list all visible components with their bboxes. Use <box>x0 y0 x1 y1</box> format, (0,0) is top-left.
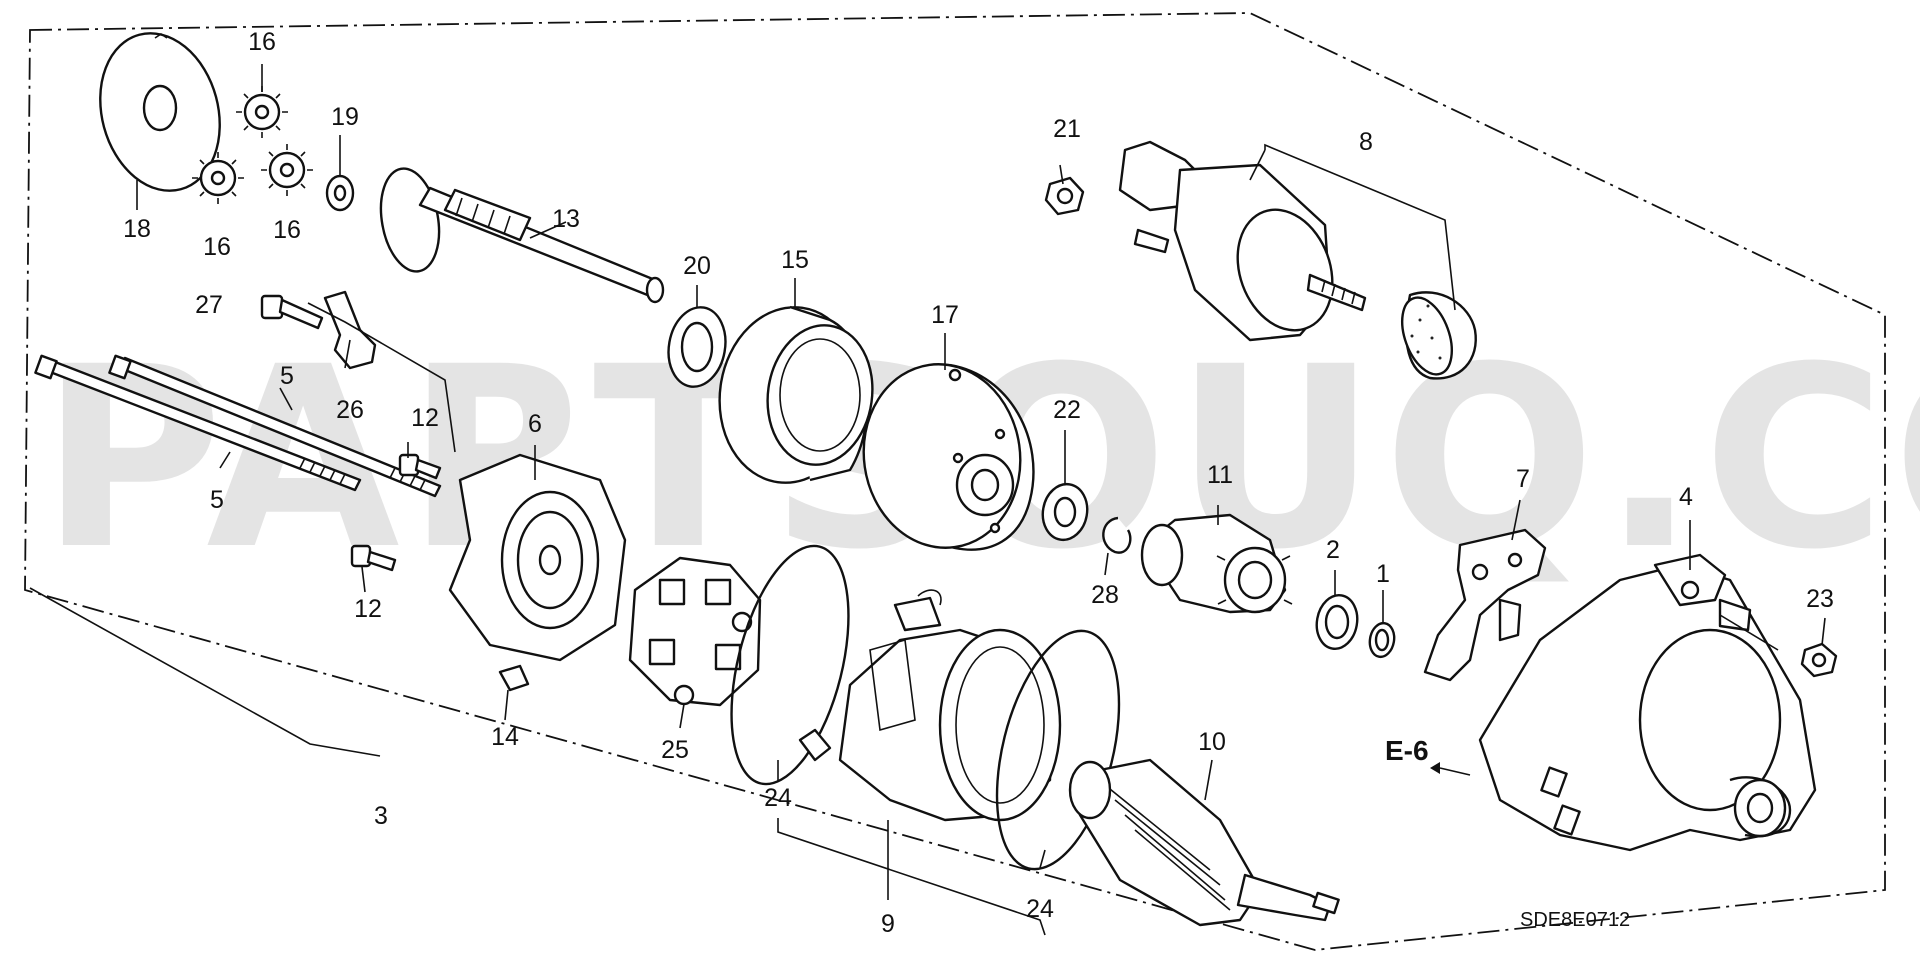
part-16-gear-b <box>192 152 244 204</box>
part-12-bolt-b <box>350 544 397 572</box>
label-5-upper: 5 <box>280 362 294 390</box>
reference-e6[interactable]: E-6 <box>1385 735 1429 766</box>
part-12-bolt-a <box>398 453 442 480</box>
label-11: 11 <box>1207 461 1233 489</box>
label-13: 13 <box>552 205 580 233</box>
label-26: 26 <box>336 396 364 424</box>
label-19: 19 <box>331 103 359 131</box>
part-14-clip <box>498 664 530 692</box>
part-labels: 18 16 16 16 19 13 27 26 5 5 12 12 6 14 3… <box>123 28 1834 938</box>
part-8-plunger-cap <box>1401 291 1477 380</box>
label-24-right: 24 <box>1026 895 1054 923</box>
label-23: 23 <box>1806 585 1834 613</box>
part-28-snap-ring <box>1102 516 1132 554</box>
part-21-nut <box>1044 176 1085 216</box>
part-18-disc <box>99 32 221 192</box>
label-18: 18 <box>123 215 151 243</box>
part-22-washer <box>1041 482 1089 542</box>
label-8: 8 <box>1359 128 1373 156</box>
part-9-yoke <box>798 589 1062 822</box>
diagram-code: SDE8E0712 <box>1520 909 1630 931</box>
label-4: 4 <box>1679 483 1693 511</box>
part-13-pinion-shaft <box>379 167 665 304</box>
label-28: 28 <box>1091 581 1119 609</box>
label-7: 7 <box>1516 465 1530 493</box>
label-12-upper: 12 <box>411 404 439 432</box>
part-16-gear-c <box>261 144 313 196</box>
label-22: 22 <box>1053 396 1081 424</box>
leader-lines <box>29 64 1826 936</box>
part-27-bolt <box>260 294 324 330</box>
part-23-nut <box>1800 642 1838 678</box>
label-5-lower: 5 <box>210 486 224 514</box>
part-1-stop-ring <box>1368 621 1396 659</box>
part-26-lever <box>323 290 377 370</box>
label-15: 15 <box>781 246 809 274</box>
part-4-front-housing <box>1478 553 1817 852</box>
assembly-outline <box>24 12 1886 951</box>
part-6-rear-housing <box>448 453 627 662</box>
part-24-o-ring-front <box>995 629 1121 871</box>
label-10: 10 <box>1198 728 1226 756</box>
label-3: 3 <box>374 802 388 830</box>
part-2-bearing <box>1315 593 1359 651</box>
part-8-solenoid <box>1118 140 1367 342</box>
label-27: 27 <box>195 291 223 319</box>
part-25-brush-holder <box>628 556 762 707</box>
part-7-shift-lever <box>1423 528 1547 682</box>
part-19-washer <box>325 174 355 212</box>
label-24-left: 24 <box>764 784 792 812</box>
label-9: 9 <box>881 910 895 938</box>
label-12-lower: 12 <box>354 595 382 623</box>
part-20-washer <box>667 306 727 388</box>
label-25: 25 <box>661 736 689 764</box>
part-17-cover <box>862 363 1035 551</box>
label-1: 1 <box>1376 560 1390 588</box>
part-16-gear-a <box>236 86 288 138</box>
label-14: 14 <box>491 723 519 751</box>
label-16-top: 16 <box>248 28 276 56</box>
label-16-bottom-left: 16 <box>203 233 231 261</box>
part-15-internal-gear <box>718 305 874 484</box>
part-24-o-ring-rear <box>730 544 850 786</box>
label-6: 6 <box>528 410 542 438</box>
label-2: 2 <box>1326 536 1340 564</box>
part-11-overrunning-clutch <box>1140 513 1293 614</box>
part-10-armature <box>1068 758 1340 927</box>
label-21: 21 <box>1053 115 1081 143</box>
part-5-through-bolts <box>34 354 442 498</box>
label-16-bottom-right: 16 <box>273 216 301 244</box>
label-20: 20 <box>683 252 711 280</box>
label-17: 17 <box>931 301 959 329</box>
